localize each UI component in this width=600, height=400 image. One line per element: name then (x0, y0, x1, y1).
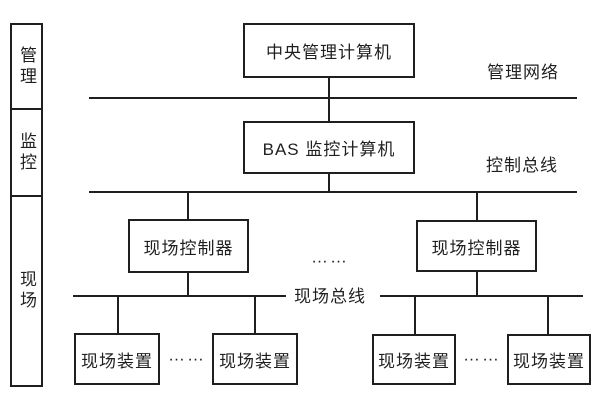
connector-control-bus-to-controller-left (187, 193, 189, 219)
node-field-controller-right: 现场控制器 (416, 220, 537, 272)
control-bus-label: 控制总线 (486, 155, 558, 176)
legend-level-field-label: 现场 (17, 270, 36, 312)
connector-field-bus-to-device-4 (547, 297, 549, 334)
connector-field-bus-to-device-1 (117, 297, 119, 333)
legend-level-management: 管理 (10, 23, 43, 110)
connector-controller-left-to-field-bus (187, 273, 189, 295)
connector-controller-right-to-field-bus (476, 272, 478, 295)
connector-central-to-management-network (328, 77, 330, 97)
connector-control-bus-to-controller-right (476, 193, 478, 220)
legend-level-monitoring: 监控 (10, 108, 43, 197)
connector-field-bus-to-device-3 (414, 297, 416, 334)
management-network-label: 管理网络 (487, 62, 559, 83)
node-field-device-4: 现场装置 (507, 334, 591, 385)
connector-field-bus-to-device-2 (254, 297, 256, 333)
legend-level-field: 现场 (10, 195, 43, 387)
legend-level-management-label: 管理 (17, 45, 36, 88)
legend-level-monitoring-label: 监控 (17, 131, 36, 174)
node-field-device-3: 现场装置 (372, 334, 456, 385)
node-central-management-computer: 中央管理计算机 (243, 23, 415, 78)
ellipsis-between-controllers: …… (311, 247, 349, 267)
ellipsis-between-devices-right: …… (463, 345, 501, 365)
level-legend: 管理 监控 现场 (10, 23, 43, 387)
control-bus-line (89, 191, 577, 193)
node-field-device-2: 现场装置 (212, 333, 298, 385)
connector-bas-to-control-bus (328, 173, 330, 191)
field-bus-line-right (380, 295, 583, 297)
connector-management-network-to-bas (328, 99, 330, 122)
node-bas-monitoring-computer: BAS 监控计算机 (243, 121, 415, 174)
node-field-device-1: 现场装置 (74, 333, 160, 385)
ellipsis-between-devices-left: …… (168, 345, 206, 365)
management-network-bus-line (89, 97, 577, 99)
node-field-controller-left: 现场控制器 (128, 219, 249, 273)
field-bus-line-left (73, 295, 286, 297)
field-bus-label: 现场总线 (294, 286, 366, 307)
